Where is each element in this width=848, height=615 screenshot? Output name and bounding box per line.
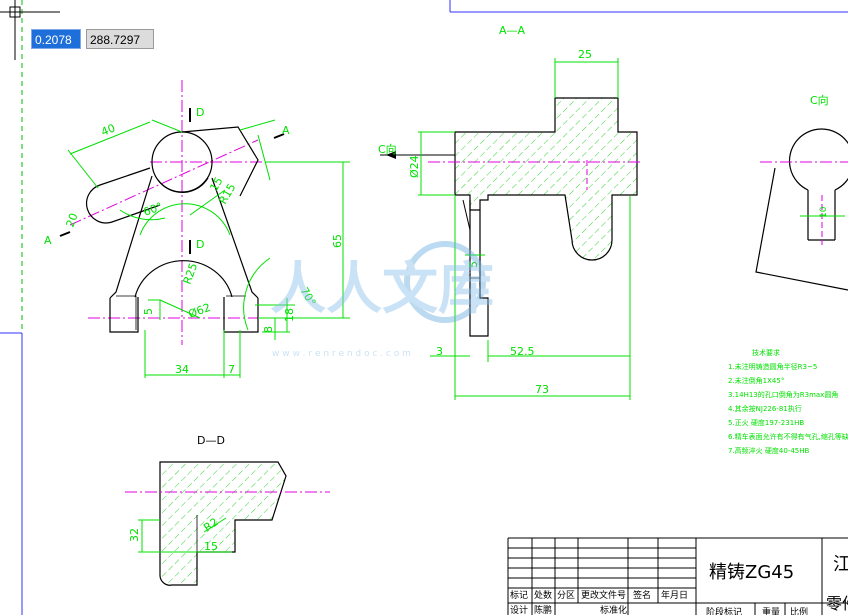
note-5: 5.正火 硬度197-231HB [728,418,804,427]
watermark: 人人文库 w w w . r e n r e n d o c . c o m [270,241,494,359]
dim-32: 32 [128,528,141,542]
dim-d24: Ø24 [408,155,421,178]
section-aa: A—A C向 [378,24,640,337]
dim-65: 65 [331,234,344,248]
header-mark: 标记 [510,589,528,601]
dim-15-dd: 15 [204,540,218,553]
cad-crosshair-cursor [0,0,60,60]
header-count: 处数 [534,589,552,601]
part-name: 零件 [826,594,848,613]
cut-label-a-left: A [44,234,52,247]
dim-20: 20 [64,211,81,229]
coordinate-x-input[interactable]: 0.2078 [31,29,81,49]
cut-markers: D D A A [44,106,290,254]
dim-angle-60: 60° [142,200,165,219]
note-6: 6.精车表面允许有不得有气孔,缩孔等缺陷; [728,432,848,441]
watermark-url: w w w . r e n r e n d o c . c o m [272,349,411,359]
dim-18: 18 [283,308,296,322]
coordinate-y-input[interactable]: 288.7297 [86,29,154,49]
designer-name: 陈鹏 [534,604,552,615]
header-stage: 阶段标记 [706,606,742,615]
note-2: 2.未注倒角1X45° [728,376,784,385]
section-dd-dimensions [138,517,232,553]
cut-label-d-mid: D [196,238,204,251]
section-dd-title: D—D [197,434,225,447]
technical-notes: 技术要求 1.未注明铸造圆角半径R3~5 2.未注倒角1X45° 3.14H13… [728,348,848,455]
notes-title: 技术要求 [752,348,780,357]
header-zone: 分区 [557,590,575,601]
dim-15-hub: 15 [207,175,225,194]
section-aa-dim-labels: 25 Ø24 5 3 52.5 73 [408,48,592,396]
title-block [507,537,848,615]
header-design: 设计 [510,604,528,615]
note-4: 4.其余按NJ226-81执行 [728,404,802,413]
header-standard: 标准化 [600,604,627,615]
view-c-title: C向 [810,93,829,107]
section-aa-dimensions [418,58,631,400]
header-sign: 签名 [633,589,651,601]
title-block-text: 精铸ZG45 标记 处数 分区 更改文件号 签名 年月日 设计 陈鹏 标准化 阶… [510,554,848,615]
section-aa-title: A—A [499,24,526,37]
main-view-dimensions [67,119,350,378]
dim-3: 3 [436,345,443,358]
dim-52-5: 52.5 [510,345,535,358]
header-scale: 比例 [790,606,808,615]
dim-5-mid: 5 [467,261,480,268]
dim-25: 25 [578,48,592,61]
dim-40: 40 [99,121,117,138]
note-7: 7.高频淬火 硬度40-45HB [728,446,810,455]
main-view [69,80,270,345]
note-3: 3.14H13的孔口倒角为R3max圆角 [728,390,838,399]
view-c: C向 10 [755,93,848,291]
cut-label-d-top: D [196,106,204,119]
header-doc: 更改文件号 [581,589,626,601]
note-1: 1.未注明铸造圆角半径R3~5 [728,362,817,371]
dim-r25: R25 [181,261,201,286]
section-dd-dim-labels: 32 R2 15 [128,515,221,553]
arrow-c-label: C向 [378,142,397,156]
material-label: 精铸ZG45 [709,562,794,583]
dim-73: 73 [535,383,549,396]
watermark-text: 人人文库 [270,257,494,322]
header-date: 年月日 [661,589,688,601]
dim-5-left: 5 [142,308,155,315]
dim-8: 8 [262,326,275,333]
section-dd: D—D [125,434,330,586]
cut-label-a-top: A [282,124,290,137]
header-weight: 重量 [762,606,780,615]
dim-34: 34 [175,363,189,376]
company-name: 江 [833,554,848,575]
dim-7: 7 [228,363,235,376]
dim-10-c: 10 [819,206,829,218]
